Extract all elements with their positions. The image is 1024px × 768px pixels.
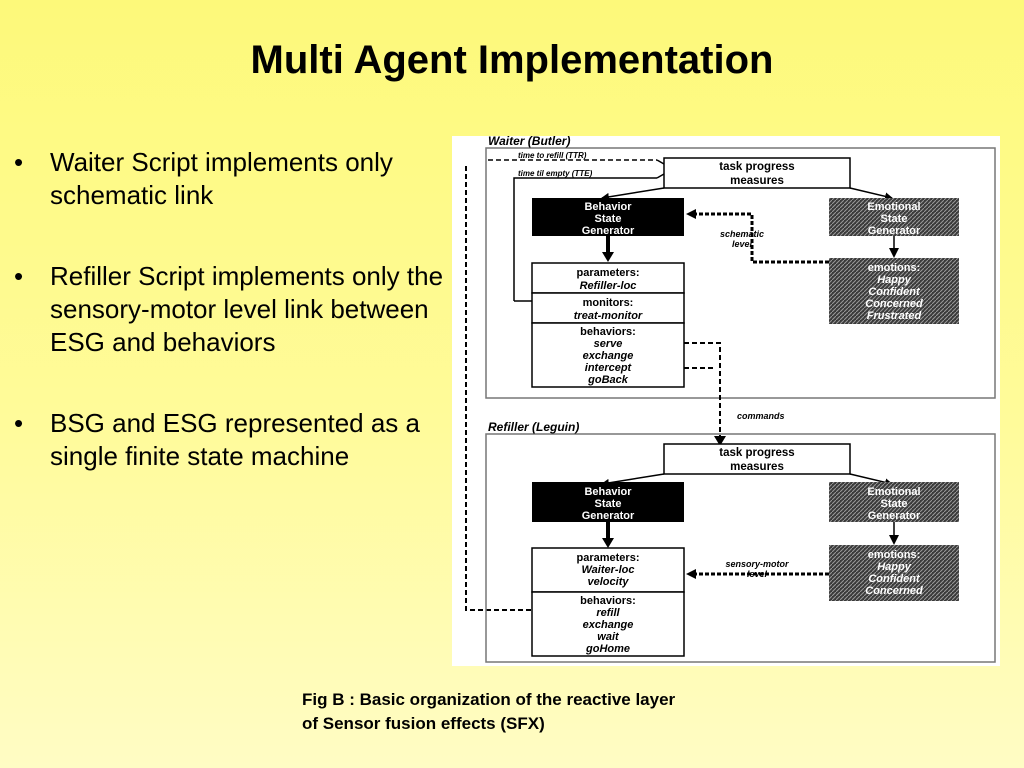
refiller-esg-l1: Emotional [867, 486, 920, 498]
waiter-emotion-item: Happy [877, 274, 912, 286]
waiter-tpm-line1: task progress [719, 161, 794, 173]
refiller-title: Refiller (Leguin) [488, 420, 579, 434]
waiter-behavior-item: serve [594, 338, 623, 350]
bullet-dot-icon: • [14, 408, 24, 438]
refiller-emotion-item: Concerned [865, 585, 923, 597]
waiter-emotion-item: Confident [868, 286, 921, 298]
waiter-esg-l1: Emotional [867, 201, 920, 213]
waiter-behavior-item: exchange [583, 350, 634, 362]
bullet-item: • Waiter Script implements only schematic… [14, 146, 444, 212]
refiller-emotions-box [829, 545, 959, 601]
refiller-tpm-line1: task progress [719, 447, 794, 459]
refiller-emotion-item: Happy [877, 561, 912, 573]
waiter-esg-l3: Generator [868, 225, 921, 237]
sfx-diagram: Waiter (Butler) time to refill (TTR) tim… [452, 136, 1000, 666]
refiller-behavior-item: refill [596, 607, 620, 619]
waiter-esg-box [829, 198, 959, 236]
waiter-parameters-box [531, 262, 685, 294]
tte-label: time til empty (TTE) [518, 169, 593, 178]
waiter-monitor-item: treat-monitor [574, 310, 643, 322]
waiter-emotions-header: emotions: [868, 262, 921, 274]
caption-line-2: of Sensor fusion effects (SFX) [302, 714, 545, 733]
refiller-panel [485, 433, 996, 663]
schematic-link [696, 212, 829, 264]
bullet-list: • Waiter Script implements only schematic… [14, 146, 444, 473]
schematic-label-2: level [732, 239, 753, 249]
bullet-dot-icon: • [14, 147, 24, 177]
refiller-emotion-item: Confident [868, 573, 921, 585]
ttr-label: time to refill (TTR) [518, 151, 587, 160]
refiller-bsg-box [532, 482, 684, 522]
slide-title: Multi Agent Implementation [250, 38, 774, 82]
refiller-bsg-l2: State [595, 498, 622, 510]
schematic-label-1: schematic [720, 229, 764, 239]
waiter-esg-l2: State [881, 213, 908, 225]
refiller-behavior-item: goHome [585, 643, 630, 655]
waiter-monitors-header: monitors: [583, 297, 634, 309]
refiller-esg-l2: State [881, 498, 908, 510]
refiller-behaviors-header: behaviors: [580, 595, 636, 607]
waiter-tpm-line2: measures [730, 175, 784, 187]
waiter-task-progress-box [663, 157, 851, 189]
bullet-dot-icon: • [14, 261, 24, 291]
commands-link [684, 342, 721, 438]
waiter-title: Waiter (Butler) [488, 136, 570, 148]
bullet-item: • BSG and ESG represented as a single fin… [14, 407, 444, 473]
waiter-behavior-item: intercept [585, 362, 633, 374]
bullet-text: BSG and ESG represented as a single fini… [50, 408, 420, 471]
commands-label: commands [737, 411, 785, 421]
waiter-behaviors-header: behaviors: [580, 326, 636, 338]
svg-text:measures: measures [730, 175, 784, 187]
refiller-bsg-l1: Behavior [584, 486, 632, 498]
waiter-behavior-item: goBack [587, 374, 629, 386]
waiter-bsg-l3: Generator [582, 225, 635, 237]
sensory-label-1: sensory-motor [725, 559, 789, 569]
waiter-emotion-item: Frustrated [867, 310, 922, 322]
waiter-bsg-l2: State [595, 213, 622, 225]
svg-text:task progress: task progress [719, 161, 794, 173]
bullet-item: • Refiller Script implements only the sen… [14, 260, 444, 359]
refiller-bsg-l3: Generator [582, 510, 635, 522]
refiller-param-item: Waiter-loc [582, 564, 635, 576]
caption-line-1: Fig B : Basic organization of the reacti… [302, 690, 676, 709]
refiller-parameters-box [531, 547, 685, 593]
waiter-param-item: Refiller-loc [580, 280, 637, 292]
bullet-text: Refiller Script implements only the sens… [50, 261, 444, 357]
waiter-emotion-item: Concerned [865, 298, 923, 310]
refiller-emotions-header: emotions: [868, 549, 921, 561]
refiller-esg-l3: Generator [868, 510, 921, 522]
refiller-behaviors-box [531, 591, 685, 657]
waiter-bsg-box [532, 198, 684, 236]
refiller-behavior-item: wait [597, 631, 620, 643]
refiller-tpm-line2: measures [730, 461, 784, 473]
sensory-label-2: level [747, 569, 768, 579]
refiller-esg-box [829, 482, 959, 522]
refiller-task-progress-box [663, 443, 851, 475]
refiller-param-item: velocity [588, 576, 630, 588]
waiter-bsg-l1: Behavior [584, 201, 632, 213]
refiller-params-header: parameters: [577, 552, 640, 564]
figure-caption: Fig B : Basic organization of the reacti… [302, 688, 862, 736]
waiter-params-header: parameters: [577, 267, 640, 279]
waiter-emotions-box [829, 258, 959, 324]
refiller-behavior-item: exchange [583, 619, 634, 631]
bullet-text: Waiter Script implements only schematic … [50, 147, 393, 210]
waiter-behaviors-box [531, 322, 685, 388]
waiter-panel [485, 147, 996, 399]
